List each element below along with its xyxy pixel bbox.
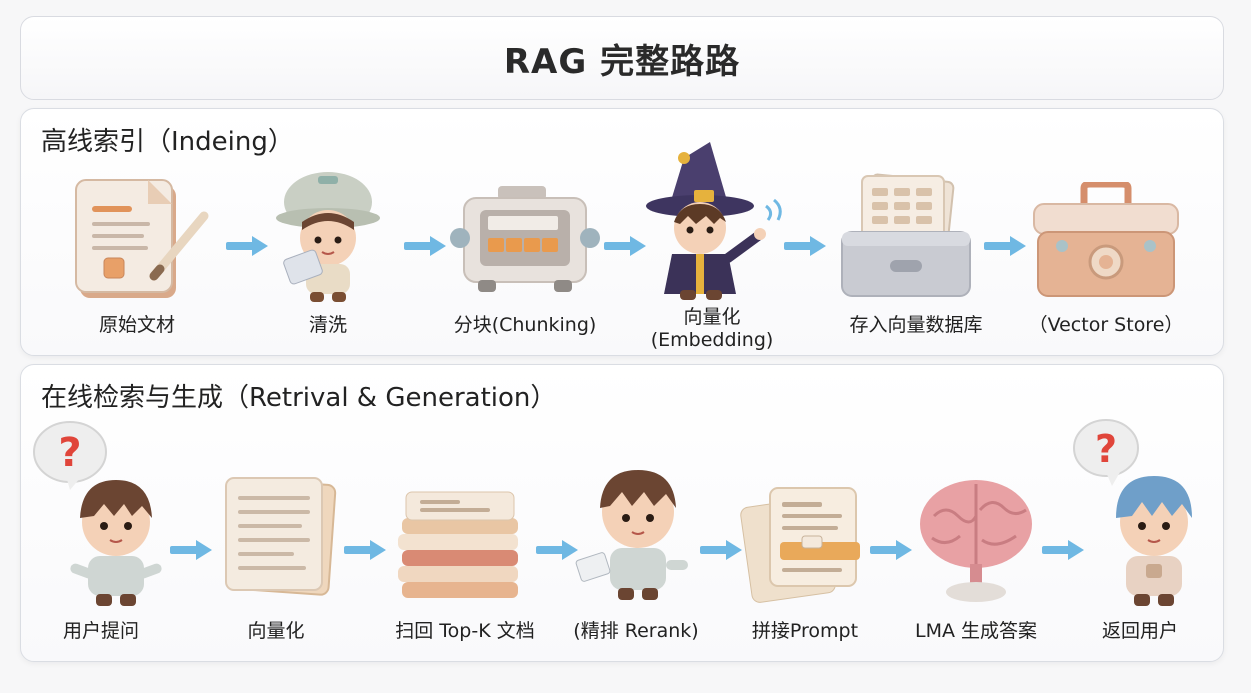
svg-text:?: ? bbox=[1095, 427, 1117, 471]
wizard-icon bbox=[646, 142, 782, 300]
retrieval-label-7: 返回用户 bbox=[1101, 620, 1178, 642]
arrow-right-icon bbox=[604, 236, 646, 256]
svg-text:?: ? bbox=[58, 430, 81, 476]
retrieval-label-6: LMA 生成答案 bbox=[914, 620, 1038, 642]
indexing-panel: 高线索引（Indeing） bbox=[20, 108, 1224, 356]
indexing-label-4: 向量化 (Embedding) bbox=[632, 306, 792, 352]
file-drawer-icon bbox=[841, 173, 971, 297]
retrieval-step-generate bbox=[916, 476, 1036, 606]
layered-docs-icon bbox=[398, 491, 518, 598]
retrieval-label-3: 扫回 Top-K 文档 bbox=[395, 620, 535, 642]
arrow-right-icon bbox=[536, 540, 578, 560]
indexing-label-3: 分块(Chunking) bbox=[453, 314, 597, 336]
retrieval-label-5: 拼接Prompt bbox=[751, 620, 859, 642]
prompt-docs-icon bbox=[740, 487, 860, 603]
arrow-right-icon bbox=[700, 540, 742, 560]
retrieval-step-question: ? bbox=[26, 420, 176, 612]
arrow-right-icon bbox=[344, 540, 386, 560]
indexing-step-store bbox=[836, 172, 976, 302]
retrieval-step-embed bbox=[210, 474, 340, 602]
arrow-right-icon bbox=[226, 236, 268, 256]
indexing-step-chunking bbox=[450, 184, 600, 296]
indexing-label-6: （Vector Store） bbox=[1028, 314, 1184, 336]
indexing-step-embedding bbox=[640, 132, 792, 302]
arrow-right-icon bbox=[1042, 540, 1084, 560]
arrow-right-icon bbox=[404, 236, 446, 256]
retrieval-heading: 在线检索与生成（Retrival & Generation） bbox=[41, 383, 557, 413]
chunking-machine-icon bbox=[450, 186, 600, 292]
indexing-label-1: 原始文材 bbox=[98, 314, 175, 336]
document-stack-icon bbox=[225, 477, 337, 596]
retrieval-step-prompt bbox=[740, 480, 870, 606]
retrieval-label-2: 向量化 bbox=[247, 620, 305, 642]
page-title: RAG 完整路路 bbox=[503, 41, 741, 82]
user-return-icon: ? bbox=[1073, 419, 1192, 606]
toolbox-icon bbox=[1033, 182, 1179, 297]
retrieval-step-return: ? bbox=[1070, 414, 1220, 610]
indexing-step-cleaning bbox=[268, 160, 388, 306]
brain-icon bbox=[920, 480, 1032, 602]
title-box: RAG 完整路路 bbox=[20, 16, 1224, 100]
retrieval-step-rerank bbox=[568, 460, 700, 610]
indexing-label-4-line2: (Embedding) bbox=[650, 329, 774, 351]
indexing-label-4-line1: 向量化 bbox=[683, 306, 741, 328]
retrieval-label-4: (精排 Rerank) bbox=[573, 620, 699, 642]
retrieval-label-1: 用户提问 bbox=[62, 620, 139, 642]
indexing-label-2: 清洗 bbox=[308, 314, 347, 336]
indexing-label-5: 存入向量数据库 bbox=[849, 314, 983, 336]
retrieval-step-topk bbox=[390, 488, 530, 604]
document-pencil-icon bbox=[75, 179, 209, 298]
rerank-character-icon bbox=[575, 470, 688, 600]
user-question-icon: ? bbox=[33, 421, 162, 606]
indexing-step-vector-store bbox=[1030, 182, 1182, 300]
arrow-right-icon bbox=[984, 236, 1026, 256]
indexing-heading: 高线索引（Indeing） bbox=[41, 127, 294, 157]
arrow-right-icon bbox=[784, 236, 826, 256]
arrow-right-icon bbox=[170, 540, 212, 560]
indexing-step-raw-docs bbox=[62, 172, 212, 306]
cleaner-character-icon bbox=[276, 172, 380, 302]
arrow-right-icon bbox=[870, 540, 912, 560]
